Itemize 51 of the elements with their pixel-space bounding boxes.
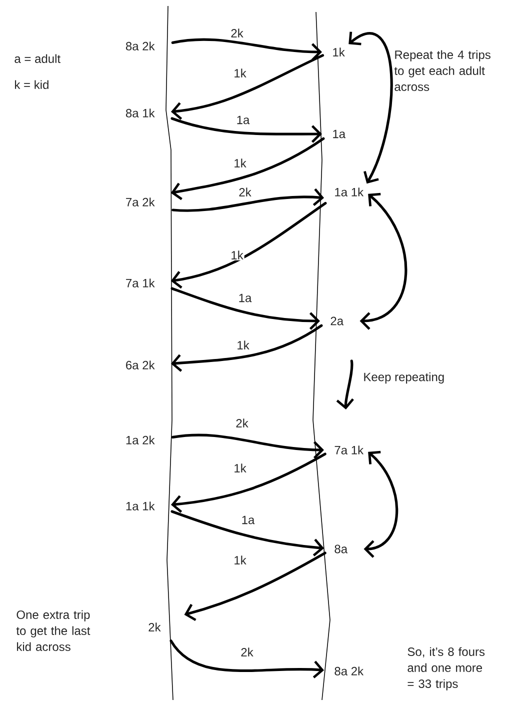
edge-label: 1k bbox=[236, 340, 250, 350]
arrow bbox=[171, 38, 322, 61]
arrow bbox=[170, 452, 326, 513]
state-label: 7a 1k bbox=[126, 278, 155, 288]
note-text: Repeat the 4 trips to get each adult across bbox=[394, 50, 490, 91]
arrow bbox=[184, 552, 326, 622]
arrow bbox=[170, 287, 320, 330]
arrow bbox=[170, 202, 327, 289]
arrow bbox=[172, 188, 324, 212]
edge-label: 2k bbox=[234, 418, 250, 428]
state-label: 2a bbox=[330, 316, 344, 326]
edge-label: 1a bbox=[237, 292, 253, 304]
state-label: 1k bbox=[333, 48, 345, 56]
note-text: k = kid bbox=[15, 80, 48, 89]
arrow bbox=[170, 117, 322, 143]
arrow bbox=[336, 360, 354, 410]
state-label: 8a 2k bbox=[334, 666, 364, 676]
state-label: 7a 2k bbox=[126, 198, 155, 206]
arrow bbox=[348, 32, 393, 184]
note-text: a = adult bbox=[14, 54, 60, 63]
state-label: 1a bbox=[333, 130, 346, 138]
state-label: 1a 2k bbox=[126, 436, 155, 444]
edge-label: Keep repeating bbox=[362, 371, 446, 385]
state-label: 7a 1k bbox=[334, 446, 364, 454]
state-label: 8a 2k bbox=[126, 42, 155, 50]
edge-label: 1a bbox=[240, 514, 256, 526]
arrow bbox=[360, 192, 408, 330]
arrow bbox=[171, 434, 324, 459]
edge-label: 1k bbox=[230, 250, 244, 260]
edge-label: 2k bbox=[230, 28, 244, 38]
state-label: 6a 2k bbox=[126, 360, 155, 370]
edge-label: 2k bbox=[240, 646, 254, 658]
arrow bbox=[170, 54, 324, 120]
edge-label: 1k bbox=[232, 68, 248, 78]
arrow bbox=[170, 510, 324, 556]
state-label: 8a bbox=[334, 544, 348, 554]
note-text: So, it’s 8 fours and one more = 33 trips bbox=[408, 647, 485, 690]
edge-label: 1k bbox=[232, 158, 248, 168]
state-label: 8a 1k bbox=[126, 108, 155, 118]
state-label: 1a 1k bbox=[335, 188, 364, 196]
state-label: 1a 1k bbox=[126, 502, 155, 510]
arrow bbox=[170, 137, 325, 200]
edge-label: 1a bbox=[235, 114, 251, 126]
edge-label: 2k bbox=[238, 186, 252, 198]
arrow bbox=[170, 324, 323, 372]
state-label: 2k bbox=[148, 622, 161, 632]
note-text: One extra trip to get the last kid across bbox=[16, 610, 90, 651]
edge-label: 1k bbox=[232, 554, 248, 566]
arrow bbox=[364, 450, 398, 558]
edge-label: 1k bbox=[232, 462, 248, 474]
arrow bbox=[170, 640, 324, 678]
